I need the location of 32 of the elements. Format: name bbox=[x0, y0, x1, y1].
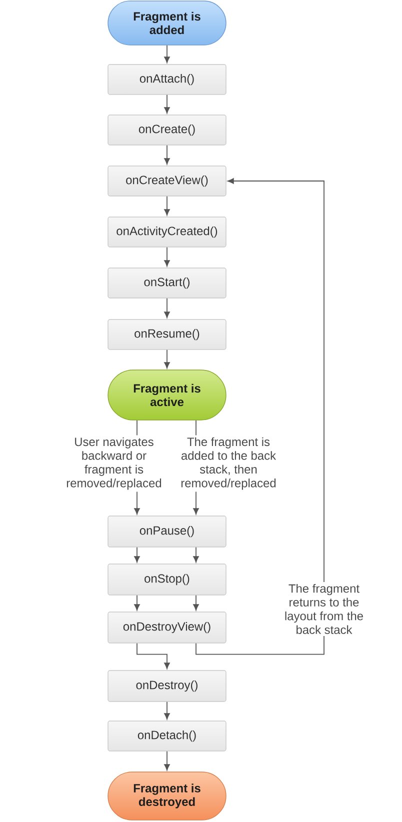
method-box: onCreateView() bbox=[108, 166, 226, 196]
method-box: onDestroyView() bbox=[108, 612, 226, 644]
method-box: onDetach() bbox=[108, 720, 226, 752]
method-box: onActivityCreated() bbox=[108, 216, 226, 248]
method-box: onStart() bbox=[108, 268, 226, 298]
connector-arrow bbox=[136, 642, 170, 669]
arrow bbox=[164, 94, 170, 114]
arrow bbox=[164, 144, 170, 164]
terminal-pill: Fragment is destroyed bbox=[108, 772, 226, 820]
method-box: onDestroy() bbox=[108, 670, 226, 702]
method-box: onCreate() bbox=[108, 114, 226, 146]
arrow bbox=[193, 546, 199, 562]
method-box: onAttach() bbox=[108, 64, 226, 95]
arrow bbox=[164, 44, 170, 63]
method-box: onResume() bbox=[108, 319, 226, 350]
arrow bbox=[134, 546, 140, 562]
connector-arrow bbox=[196, 178, 324, 655]
arrow bbox=[164, 298, 170, 318]
arrow bbox=[134, 594, 140, 610]
edge-label: The fragment is added to the back stack, then removed/replaced bbox=[176, 435, 280, 492]
arrow bbox=[164, 750, 170, 770]
arrow bbox=[164, 701, 170, 720]
edge-label: User navigates backward or fragment is removed/replaced bbox=[62, 435, 166, 492]
terminal-pill: Fragment is added bbox=[108, 0, 226, 46]
arrow bbox=[164, 196, 170, 216]
method-box: onStop() bbox=[108, 564, 226, 596]
arrow bbox=[164, 246, 170, 266]
method-box: onPause() bbox=[108, 516, 226, 548]
arrow bbox=[164, 349, 170, 368]
terminal-pill: Fragment is active bbox=[108, 370, 226, 420]
edge-label: The fragment returns to the layout from the back stack bbox=[280, 582, 368, 636]
arrow bbox=[193, 594, 199, 610]
